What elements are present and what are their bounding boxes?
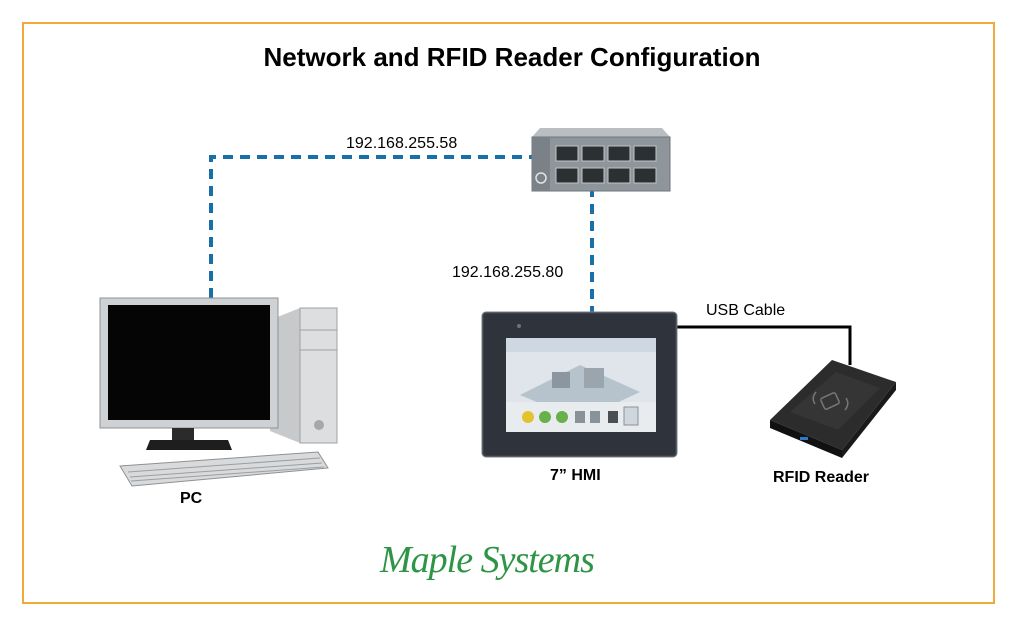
rfid-reader-label: RFID Reader [773,469,870,486]
diagram-title: Network and RFID Reader Configuration [263,42,761,72]
usb-cable [677,325,852,365]
ethernet-link-pc [209,155,546,298]
rfid-reader-icon [770,360,896,458]
pc-tower-icon [270,307,338,444]
hmi-label: 7” HMI [550,467,601,484]
pc-keyboard-icon [119,451,329,487]
pc-monitor-icon [99,297,279,450]
network-switch-icon [531,128,671,192]
pc-label: PC [180,490,203,507]
hmi-panel-icon [481,311,678,458]
usb-cable-label: USB Cable [706,302,786,319]
hmi-ip-label: 192.168.255.80 [452,264,564,281]
diagram-frame [22,22,995,604]
maple-systems-logo: Maple Systems [380,539,595,581]
pc-ip-label: 192.168.255.58 [346,135,458,152]
